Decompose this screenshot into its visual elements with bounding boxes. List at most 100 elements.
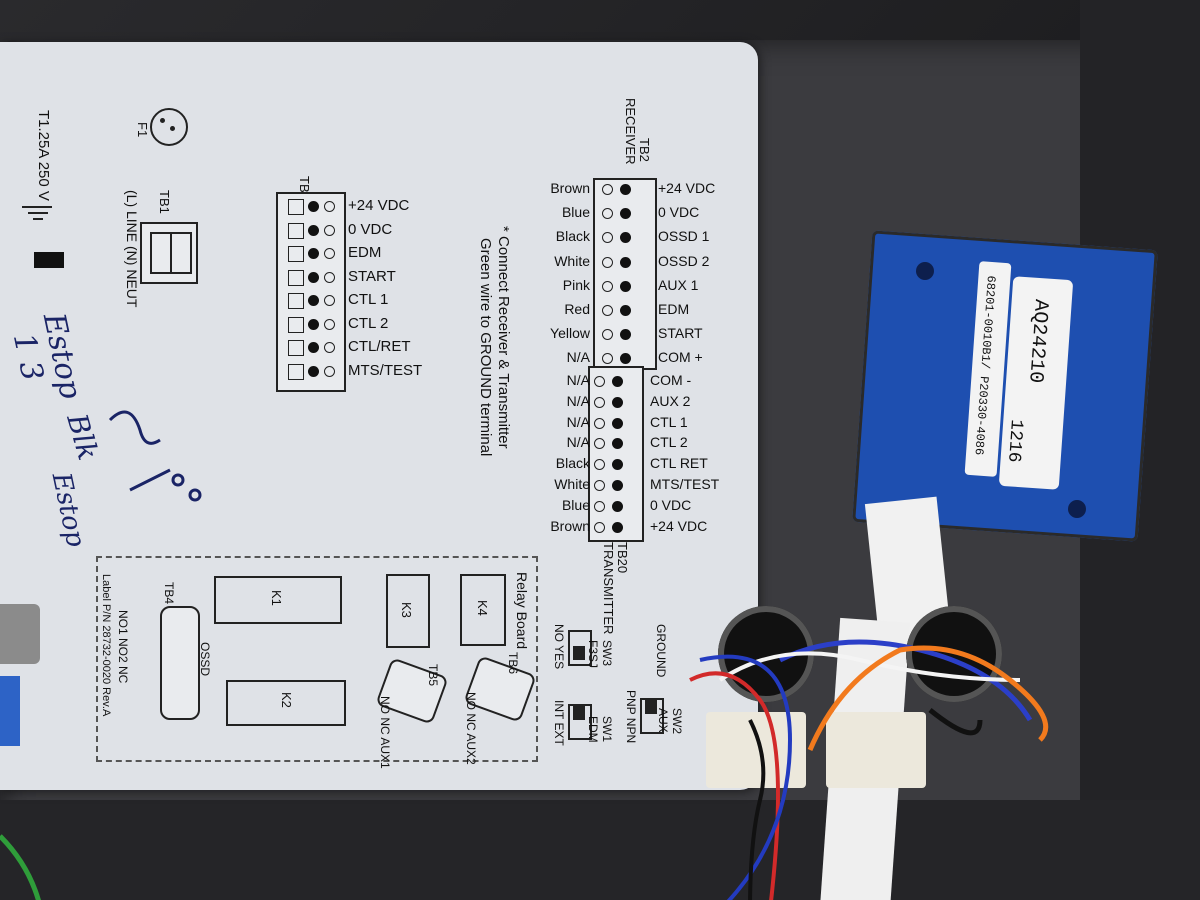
tb3-terminal-dot-icon: [308, 224, 319, 236]
tb20-terminal-label: 0 VDC: [650, 496, 692, 513]
tb20-dot-icon: [612, 396, 623, 408]
ground-symbol-icon: [22, 206, 52, 208]
tb3-terminal-ring-icon: [324, 201, 335, 212]
relay-k3: [386, 574, 430, 648]
tb20-wire-color: Black: [555, 455, 590, 472]
tb3-screw-icon: [288, 222, 304, 239]
relay-board-title: Relay Board: [514, 572, 530, 650]
tb20-dot-icon: [612, 480, 623, 491]
tb2-ring-icon: [602, 208, 613, 220]
relay-k1: [214, 576, 342, 624]
tb3-terminal-ring-icon: [324, 248, 335, 259]
tb3-terminal-dot-icon: [308, 342, 319, 353]
tb6-caption: NO NC AUX2: [464, 692, 478, 765]
tb3-terminal-ring-icon: [324, 318, 335, 330]
tb20-ring-icon: [594, 396, 605, 408]
tb20-ring-icon: [594, 521, 605, 533]
tb3-terminal-dot-icon: [308, 248, 319, 259]
tb3-terminal-label: CTL/RET: [348, 338, 411, 355]
tb3-terminal-ring-icon: [324, 224, 335, 236]
sw3-options: NO YES: [552, 624, 566, 670]
tb2-terminal-label: AUX 1: [658, 276, 699, 293]
tb2-ring-icon: [602, 232, 613, 244]
tb3-terminal-label: START: [348, 267, 396, 285]
tb20-dot-icon: [612, 376, 623, 387]
tb20-wire-color: N/A: [566, 434, 590, 451]
tb5-id: TB5: [426, 664, 440, 687]
tb20-wire-color: White: [554, 476, 590, 492]
tb2-terminal-label: OSSD 2: [658, 252, 710, 269]
tb3-terminal-label: EDM: [348, 244, 382, 261]
tb20-wire-color: Brown: [550, 517, 590, 534]
part-number: Label P/N 28732-0020 Rev.A: [100, 574, 112, 717]
relay-k4-label: K4: [475, 600, 490, 616]
fuse-hole-icon: [170, 126, 175, 131]
relay-k3-label: K3: [399, 602, 414, 618]
tb2-dot-icon: [620, 329, 631, 341]
tb2-terminal-label: OSSD 1: [658, 228, 710, 245]
tb2-dot-icon: [620, 256, 631, 268]
tb20-ring-icon: [594, 438, 605, 450]
relay-k2: [226, 680, 346, 726]
tb3-screw-icon: [288, 340, 304, 356]
tb20-wire-color: Blue: [561, 496, 590, 513]
tb2-wire-color: Black: [555, 228, 590, 245]
sw3-name: F3SJ: [586, 640, 600, 669]
tb3-terminal-dot-icon: [308, 295, 319, 306]
tb20-terminal-label: +24 VDC: [650, 517, 708, 534]
tb2-ring-icon: [602, 353, 613, 365]
tb2-id: TB2: [637, 138, 652, 162]
tb20-terminal-label: CTL 2: [650, 434, 688, 451]
ground-symbol-bar: [28, 212, 48, 214]
tb1-caption: (L) LINE (N) NEUT: [124, 190, 140, 308]
tb5-caption: NO NC AUX1: [378, 696, 392, 769]
sw1-name: EDM: [586, 716, 600, 743]
tb20-dot-icon: [612, 521, 623, 533]
tb20-terminal-label: AUX 2: [650, 392, 691, 409]
tb3-screw-icon: [288, 199, 304, 215]
handwritten-scribble: [108, 410, 202, 502]
sw1-switch-knob: [573, 706, 585, 720]
tb3-terminal-dot-icon: [308, 318, 319, 330]
tb2-dot-icon: [620, 353, 631, 365]
green-ground-wire: [0, 834, 41, 900]
tb20-dot-icon: [612, 500, 623, 512]
fuse-id: F1: [135, 122, 150, 138]
tb2-ring-icon: [602, 280, 613, 292]
tb3-terminal-label: MTS/TEST: [348, 361, 423, 379]
tb3-terminal-block: [276, 192, 346, 392]
relay-k1-label: K1: [269, 590, 284, 606]
tb2-terminal-label: 0 VDC: [658, 204, 700, 221]
side-fitting: [0, 604, 40, 664]
tb20-wire-color: N/A: [566, 392, 590, 409]
fuse-hole-icon: [160, 118, 165, 123]
tb1-id: TB1: [157, 190, 172, 214]
tb2-ring-icon: [602, 329, 613, 341]
tb20-terminal-label: CTL 1: [650, 413, 688, 430]
sw3-switch-knob: [573, 646, 585, 660]
tb4-name: OSSD: [198, 642, 212, 677]
cable-mount-block: [826, 712, 926, 788]
module-label-text: 1216: [1003, 418, 1026, 464]
tb3-terminal-label: CTL 1: [348, 291, 389, 308]
tb2-terminal-label: EDM: [658, 301, 690, 317]
tb20-ring-icon: [594, 459, 605, 471]
tb2-wire-color: Pink: [562, 276, 590, 293]
tb3-terminal-ring-icon: [324, 342, 335, 353]
tb2-wire-color: Red: [564, 301, 590, 317]
tb2-ring-icon: [602, 184, 613, 195]
tb3-screw-icon: [288, 293, 304, 309]
tb2-wire-color: N/A: [566, 349, 590, 366]
tb20-terminal-label: MTS/TEST: [650, 476, 720, 492]
ground-symbol-bar: [33, 218, 43, 220]
sw2-switch: [640, 698, 664, 734]
tb3-screw-icon: [288, 363, 304, 380]
tb2-dot-icon: [620, 232, 631, 244]
tb3-terminal-ring-icon: [324, 295, 335, 306]
tb3-terminal-label: CTL 2: [348, 314, 389, 332]
module-mount-hole-icon: [916, 262, 934, 280]
tb2-wire-color: Blue: [561, 204, 590, 221]
tb2-terminal-block: [593, 178, 657, 370]
tb2-role: RECEIVER: [623, 98, 638, 165]
